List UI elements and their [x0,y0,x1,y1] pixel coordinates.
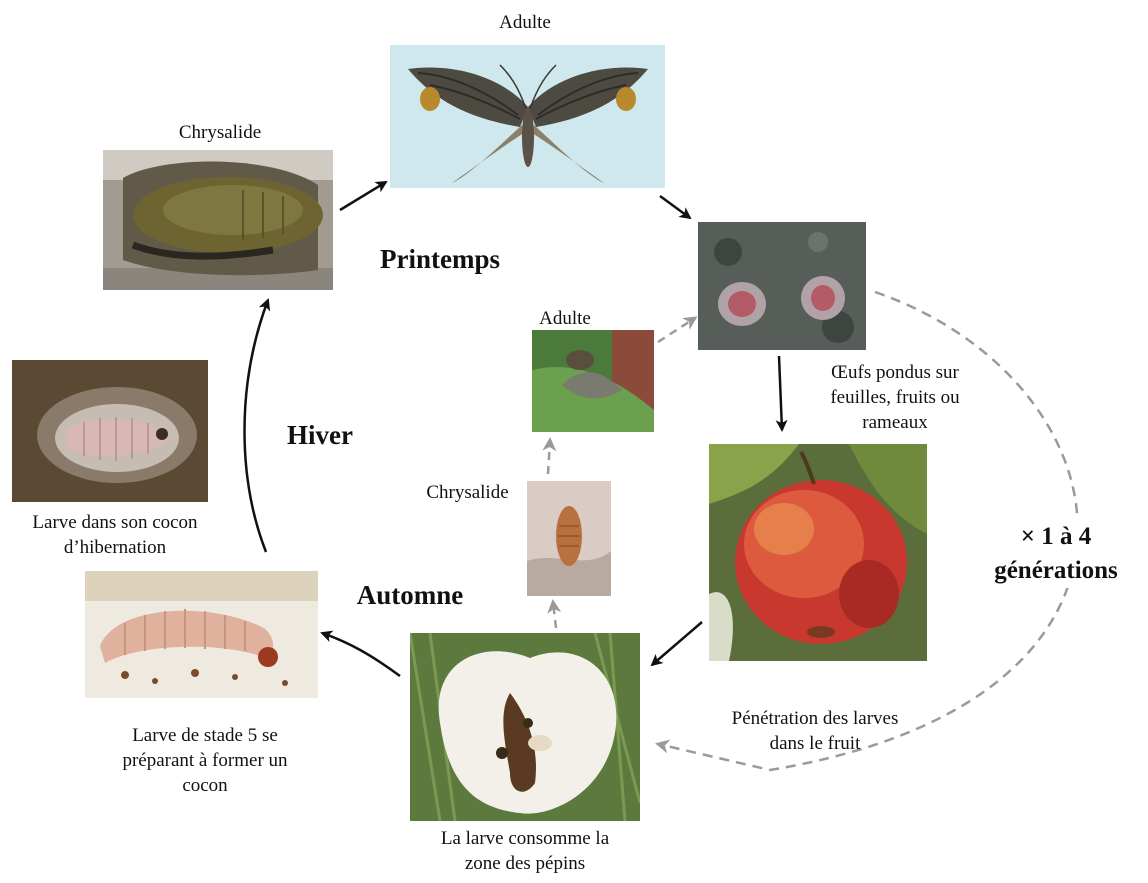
penetration-label: Pénétration des larves dans le fruit [690,706,940,756]
chrysalide-label: Chrysalide [140,120,300,145]
generations-label-line-2: générations [968,554,1144,588]
larva-stage5-image [85,571,318,698]
eggs-label-line-1: Œufs pondus sur [800,360,990,385]
larva-stage5-label-line-3: cocon [85,773,325,798]
larva-stage5-label-line-1: Larve de stade 5 se [85,723,325,748]
eggs-label-line-2: feuilles, fruits ou [800,385,990,410]
dashed-arrow-cut-apple-to-chrysalide [553,602,556,628]
arrow-eggs-to-apple [779,356,782,430]
arrow-cut-apple-to-larva [322,633,400,676]
arrow-chrysalide-to-adult [340,182,386,210]
arrow-apple-to-cut-apple [652,622,702,665]
generations-label-line-1: × 1 à 4 [968,520,1144,554]
penetration-label-line-1: Pénétration des larves [690,706,940,731]
arrow-winter-to-chrysalide [245,300,269,552]
larva-consumes-label-line-1: La larve consomme la [405,826,645,851]
generations-label: × 1 à 4 générations [968,520,1144,588]
chrysalide-inner-label: Chrysalide [410,480,525,505]
larva-stage5-label-line-2: préparant à former un [85,748,325,773]
adult-label: Adulte [460,10,590,35]
arrow-adult-to-eggs [660,196,690,218]
larva-stage5-label: Larve de stade 5 se préparant à former u… [85,723,325,798]
eggs-label: Œufs pondus sur feuilles, fruits ou rame… [800,360,990,435]
season-winter: Hiver [270,420,370,450]
larva-consumes-label-line-2: zone des pépins [405,851,645,876]
season-autumn: Automne [340,580,480,610]
penetration-label-line-2: dans le fruit [690,731,940,756]
adult-inner-label: Adulte [510,306,620,331]
chrysalide-image [103,150,333,290]
eggs-image [698,222,866,350]
season-spring: Printemps [365,244,515,274]
dashed-arrow-adult-to-eggs [658,318,695,342]
larva-consumes-label: La larve consomme la zone des pépins [405,826,645,876]
larva-cocoon-label: Larve dans son cocon d’hibernation [0,510,230,560]
chrysalide-inner-image [527,481,611,596]
dashed-arrow-chrysalide-to-adult [548,440,550,474]
larva-cocoon-label-line-2: d’hibernation [0,535,230,560]
cut-apple-image [410,633,640,821]
adult-moth-image [390,45,665,188]
eggs-label-line-3: rameaux [800,410,990,435]
adult-inner-image [532,330,654,432]
larva-cocoon-image [12,360,208,502]
apple-image [709,444,927,661]
larva-cocoon-label-line-1: Larve dans son cocon [0,510,230,535]
